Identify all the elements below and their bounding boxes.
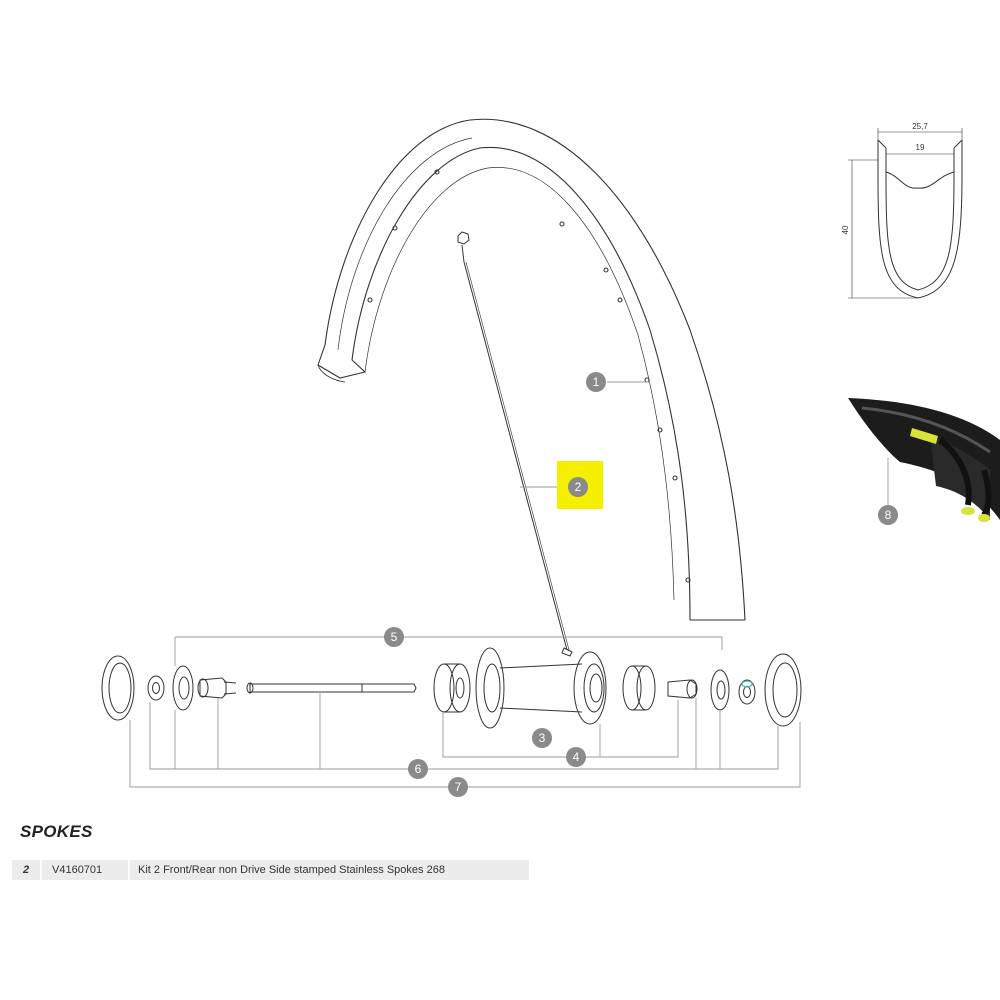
tire-bead-left bbox=[961, 507, 975, 515]
callout-7-number: 7 bbox=[455, 780, 462, 794]
callout-6-number: 6 bbox=[415, 762, 422, 776]
rim-height-label: 40 bbox=[841, 225, 850, 234]
spoke-drawing bbox=[457, 231, 573, 657]
callout-8-number: 8 bbox=[885, 508, 892, 522]
hub-parts-drawing bbox=[101, 647, 802, 729]
rim-profile-drawing bbox=[877, 139, 963, 299]
callout-4-number: 4 bbox=[573, 750, 580, 764]
callout-2[interactable]: 2 bbox=[557, 461, 603, 509]
leader-lines bbox=[129, 381, 889, 788]
rim-outer-width-label: 25,7 bbox=[912, 122, 928, 131]
part-description-cell: Kit 2 Front/Rear non Drive Side stamped … bbox=[130, 860, 529, 880]
rim-inner-width-label: 19 bbox=[916, 143, 925, 152]
parts-table-row[interactable]: 2 V4160701 Kit 2 Front/Rear non Drive Si… bbox=[12, 860, 529, 880]
part-number-cell: 2 bbox=[12, 860, 42, 880]
rim-drawing bbox=[317, 118, 746, 621]
callout-1[interactable]: 1 bbox=[586, 372, 606, 392]
rim-profile-dimensions bbox=[848, 128, 963, 299]
part-reference-cell: V4160701 bbox=[42, 860, 130, 880]
callout-5[interactable]: 5 bbox=[384, 627, 404, 647]
callout-8[interactable]: 8 bbox=[878, 505, 898, 525]
callout-1-number: 1 bbox=[593, 375, 600, 389]
callout-5-number: 5 bbox=[391, 630, 398, 644]
callout-3[interactable]: 3 bbox=[532, 728, 552, 748]
callout-2-number: 2 bbox=[575, 480, 582, 494]
tire-drawing bbox=[848, 398, 1000, 522]
callout-6[interactable]: 6 bbox=[408, 759, 428, 779]
tire-bead-right bbox=[978, 514, 990, 522]
section-title: SPOKES bbox=[20, 822, 93, 841]
callout-7[interactable]: 7 bbox=[448, 777, 468, 797]
tire-brand-mark bbox=[910, 428, 938, 444]
callout-4[interactable]: 4 bbox=[566, 747, 586, 767]
callout-3-number: 3 bbox=[539, 731, 546, 745]
seal-ring-accent bbox=[741, 680, 753, 688]
